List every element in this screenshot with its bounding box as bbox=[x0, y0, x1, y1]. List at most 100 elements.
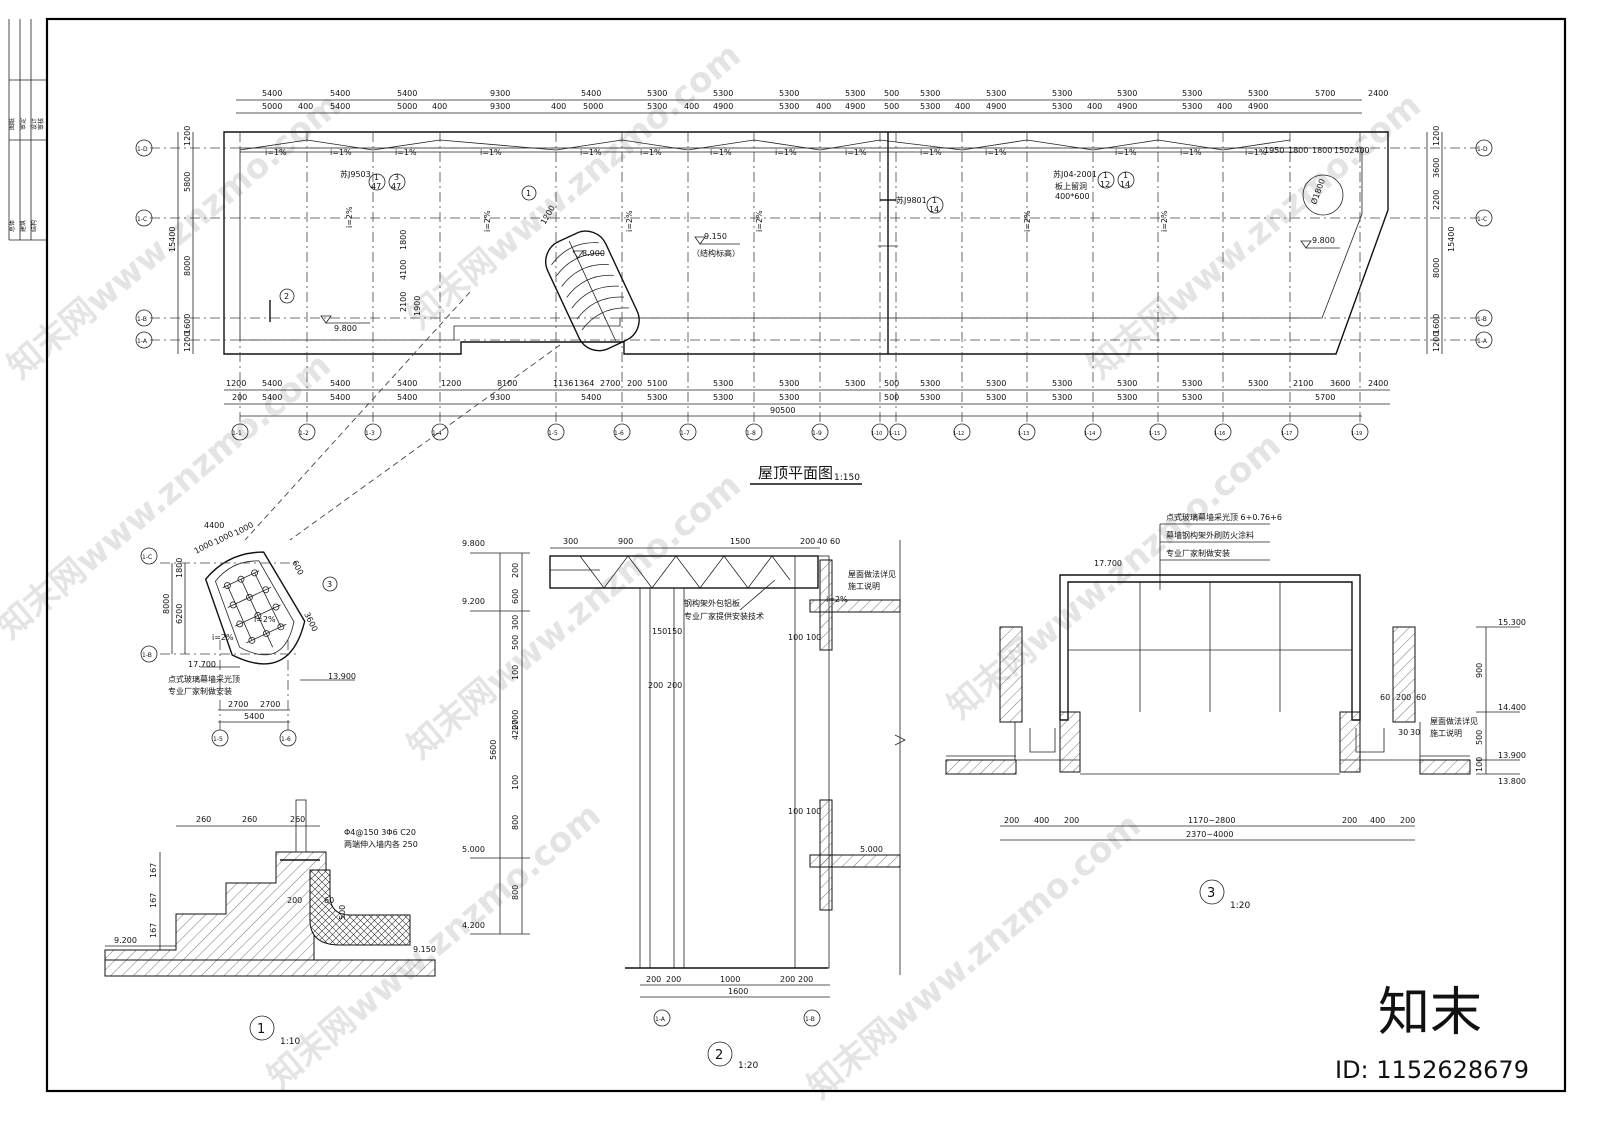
svg-text:3600: 3600 bbox=[1432, 158, 1441, 178]
svg-text:1-14: 1-14 bbox=[1084, 431, 1095, 437]
svg-text:1800: 1800 bbox=[1312, 146, 1332, 155]
svg-text:5400: 5400 bbox=[330, 102, 350, 111]
svg-text:5400: 5400 bbox=[581, 393, 601, 402]
svg-text:9300: 9300 bbox=[490, 102, 510, 111]
axis-bubble: 1-8 bbox=[745, 423, 763, 441]
svg-text:1-19: 1-19 bbox=[1351, 431, 1362, 437]
ref-callout: 1 bbox=[932, 196, 937, 205]
slope-label: i=2% bbox=[483, 210, 492, 232]
svg-text:2700: 2700 bbox=[228, 700, 248, 709]
svg-text:5800: 5800 bbox=[183, 172, 192, 192]
svg-text:200: 200 bbox=[627, 379, 642, 388]
svg-text:1-15: 1-15 bbox=[1149, 431, 1160, 437]
svg-text:5300: 5300 bbox=[1182, 379, 1202, 388]
svg-text:5300: 5300 bbox=[1052, 393, 1072, 402]
svg-text:5300: 5300 bbox=[1248, 379, 1268, 388]
svg-text:500: 500 bbox=[338, 905, 347, 920]
svg-text:1-7: 1-7 bbox=[680, 430, 690, 437]
svg-text:1200: 1200 bbox=[1432, 332, 1441, 352]
slope-label: i=1% bbox=[265, 148, 287, 157]
svg-text:5300: 5300 bbox=[920, 393, 940, 402]
svg-text:500: 500 bbox=[884, 89, 899, 98]
svg-text:1500: 1500 bbox=[730, 537, 750, 546]
svg-text:5600: 5600 bbox=[489, 740, 498, 760]
svg-text:2200: 2200 bbox=[1432, 190, 1441, 210]
svg-text:1000: 1000 bbox=[193, 538, 215, 556]
svg-text:900: 900 bbox=[618, 537, 633, 546]
svg-text:400: 400 bbox=[684, 102, 699, 111]
svg-text:5300: 5300 bbox=[1117, 89, 1137, 98]
svg-text:17.700: 17.700 bbox=[1094, 559, 1122, 568]
svg-text:40: 40 bbox=[817, 537, 827, 546]
svg-text:200: 200 bbox=[780, 975, 795, 984]
svg-text:200: 200 bbox=[1396, 693, 1411, 702]
svg-text:200: 200 bbox=[1064, 816, 1079, 825]
slope-label: i=1% bbox=[330, 148, 352, 157]
svg-text:5300: 5300 bbox=[1182, 393, 1202, 402]
svg-text:2400: 2400 bbox=[1368, 379, 1388, 388]
svg-text:1-A: 1-A bbox=[1477, 338, 1488, 345]
section-callout bbox=[279, 288, 295, 304]
svg-text:5700: 5700 bbox=[1315, 89, 1335, 98]
axis-bubble: 1-1 bbox=[231, 423, 249, 441]
detail-number-2 bbox=[707, 1041, 733, 1067]
title-block-cell: 设计 bbox=[30, 118, 38, 130]
svg-text:两端伸入墙内各 250: 两端伸入墙内各 250 bbox=[344, 839, 418, 849]
svg-text:5300: 5300 bbox=[779, 393, 799, 402]
svg-text:1-16: 1-16 bbox=[1214, 431, 1225, 437]
svg-text:4900: 4900 bbox=[1117, 102, 1137, 111]
svg-text:2: 2 bbox=[715, 1048, 723, 1063]
axis-bubble: 1-7 bbox=[679, 423, 697, 441]
svg-text:1600: 1600 bbox=[728, 987, 748, 996]
svg-text:5400: 5400 bbox=[330, 89, 350, 98]
ref-callout: 1 bbox=[1103, 171, 1108, 180]
svg-text:9.150: 9.150 bbox=[413, 945, 436, 954]
detail-3-scale: 1:20 bbox=[1230, 901, 1250, 911]
svg-text:200: 200 bbox=[667, 681, 682, 690]
slope-label: i=1% bbox=[845, 148, 867, 157]
svg-text:i=2%: i=2% bbox=[254, 615, 276, 624]
svg-text:3: 3 bbox=[327, 580, 332, 589]
svg-text:1-12: 1-12 bbox=[953, 431, 964, 437]
ref-callout: 1 bbox=[1123, 171, 1128, 180]
svg-text:1-13: 1-13 bbox=[1018, 431, 1029, 437]
svg-text:200: 200 bbox=[798, 975, 813, 984]
total-length: 90500 bbox=[770, 406, 795, 415]
svg-text:1200: 1200 bbox=[183, 126, 192, 146]
svg-text:5300: 5300 bbox=[779, 89, 799, 98]
svg-text:150: 150 bbox=[652, 627, 667, 636]
svg-text:1000: 1000 bbox=[233, 520, 255, 538]
svg-text:60: 60 bbox=[830, 537, 840, 546]
svg-text:1-C: 1-C bbox=[1477, 216, 1487, 223]
title-block-cell: 建筑 bbox=[19, 220, 27, 232]
svg-text:5300: 5300 bbox=[986, 379, 1006, 388]
title-block-cell: 总体 bbox=[8, 220, 16, 232]
svg-text:300: 300 bbox=[511, 615, 520, 630]
svg-text:2100: 2100 bbox=[1293, 379, 1313, 388]
svg-text:1-10: 1-10 bbox=[871, 431, 882, 437]
svg-text:5300: 5300 bbox=[779, 379, 799, 388]
axis-bubbles-bottom: 1-1 1-2 1-3 1-4 1-5 1-6 1-7 1-8 1-9 1-10… bbox=[231, 423, 1369, 441]
axis-bubbles-side: 1-D 1-C 1-B 1-A 1-D 1-C 1-B 1-A bbox=[135, 139, 1493, 349]
svg-text:200: 200 bbox=[511, 563, 520, 578]
svg-text:400: 400 bbox=[298, 102, 313, 111]
svg-text:60: 60 bbox=[1416, 693, 1426, 702]
svg-text:5000: 5000 bbox=[262, 102, 282, 111]
svg-text:5300: 5300 bbox=[1052, 379, 1072, 388]
svg-text:4900: 4900 bbox=[713, 102, 733, 111]
ref-callout-sub: 47 bbox=[391, 182, 401, 191]
slope-label: i=1% bbox=[985, 148, 1007, 157]
skylight-elev: 17.700 bbox=[188, 660, 216, 669]
svg-text:5300: 5300 bbox=[1117, 379, 1137, 388]
detail-3: 点式玻璃幕墙采光顶 6+0.76+6 幕墙钢构架外刷防火涂料 专业厂家制做安装 … bbox=[945, 512, 1526, 911]
slope-label: i=1% bbox=[395, 148, 417, 157]
svg-text:4200: 4200 bbox=[511, 720, 520, 740]
svg-text:5300: 5300 bbox=[845, 379, 865, 388]
ref-callout-sub: 14 bbox=[929, 205, 939, 214]
slope-label: i=1% bbox=[710, 148, 732, 157]
svg-text:260: 260 bbox=[242, 815, 257, 824]
svg-text:600: 600 bbox=[290, 559, 305, 577]
parapet-left bbox=[999, 626, 1023, 723]
svg-text:屋面做法详见: 屋面做法详见 bbox=[848, 569, 896, 579]
